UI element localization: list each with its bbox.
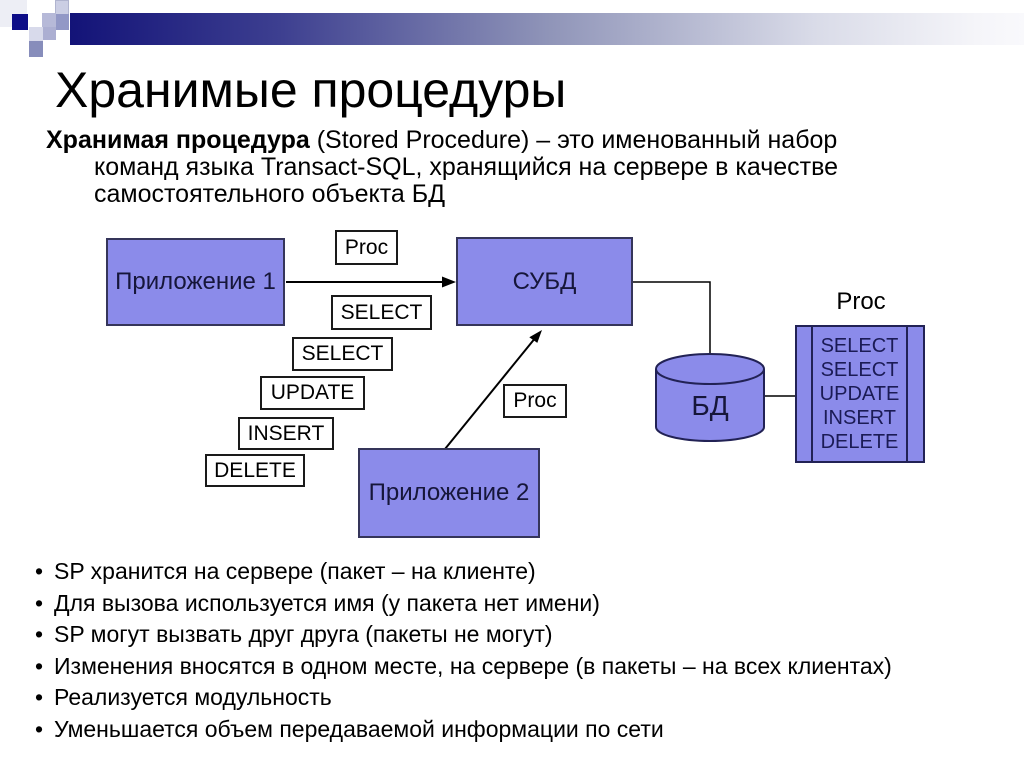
bullet-item: SP могут вызвать друг друга (пакеты не м… [33,619,1018,651]
node-application-1: Приложение 1 [106,238,285,326]
definition-line1-rest: (Stored Procedure) – это именованный наб… [309,126,838,154]
mosaic-square [12,14,28,30]
proc-body-line: UPDATE [819,383,900,405]
db-cylinder [655,353,765,442]
sql-box-select-2: SELECT [292,337,393,371]
bullet-item: Реализуется модульность [33,682,1018,714]
node-db-label: БД [691,390,729,421]
proc-body-line: SELECT [820,335,899,357]
stored-procedure-left-strip [797,327,813,461]
mosaic-square [29,41,43,57]
proc-body-line: DELETE [820,431,899,453]
definition-line-1: Хранимая процедура (Stored Procedure) – … [46,127,838,154]
proc-body-line: SELECT [820,359,899,381]
bullet-list: SP хранится на сервере (пакет – на клиен… [33,556,1018,746]
header-gradient-bar [70,13,1024,45]
sql-box-insert: INSERT [238,417,334,450]
definition-paragraph: Хранимая процедура (Stored Procedure) – … [46,127,838,208]
arrow-app2-to-dbms [444,330,542,450]
stored-procedure-right-strip [906,327,923,461]
sql-box-update: UPDATE [260,376,365,410]
definition-line-3: самостоятельного объекта БД [94,180,446,208]
proc-body-line: INSERT [823,407,896,429]
sql-box-delete: DELETE [205,454,305,487]
stored-procedure-body: SELECT SELECT UPDATE INSERT DELETE [813,327,906,461]
proc-box-top: Proc [335,230,398,265]
stored-procedure-box: SELECT SELECT UPDATE INSERT DELETE [795,325,925,463]
connector-dbms-to-db [633,281,711,360]
bullet-item: Для вызова используется имя (у пакета не… [33,588,1018,620]
node-application-2: Приложение 2 [358,448,540,538]
slide-title: Хранимые процедуры [55,62,567,118]
bullet-item: Изменения вносятся в одном месте, на сер… [33,651,1018,683]
proc-stack-title: Proc [836,288,886,315]
mosaic-square [56,14,69,30]
definition-term: Хранимая процедура [46,126,310,154]
arrow-app1-to-dbms [286,276,456,288]
definition-line-2: команд языка Transact-SQL, хранящийся на… [94,153,839,181]
node-dbms: СУБД [456,237,633,326]
proc-box-middle: Proc [503,384,567,418]
bullet-item: SP хранится на сервере (пакет – на клиен… [33,556,1018,588]
mosaic-square [43,27,56,40]
sql-box-select-1: SELECT [331,295,432,330]
mosaic-square [42,13,56,28]
mosaic-square [29,27,43,41]
bullet-item: Уменьшается объем передаваемой информаци… [33,714,1018,746]
